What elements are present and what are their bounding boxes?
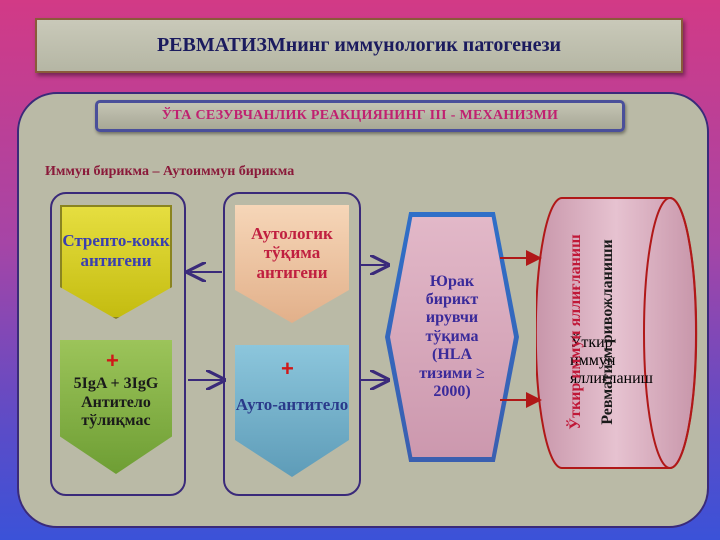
page-title: РЕВМАТИЗМнинг иммунологик патогенези — [35, 18, 683, 73]
left-group-bracket — [50, 192, 186, 496]
middle-group-bracket — [223, 192, 361, 496]
mechanism-subtitle: ЎТА СЕЗУВЧАНЛИК РЕАКЦИЯНИНГ III - МЕХАНИ… — [95, 100, 625, 132]
streptococcal-antigen-label: Стрепто-кокк антигени — [62, 231, 170, 270]
heart-connective-tissue-label: Юрак бирикт ирувчи тўқима (HLA тизими ≥ … — [419, 272, 485, 400]
immune-complex-caption: Иммун бирикма – Аутоиммун бирикма — [45, 164, 295, 179]
antibody-label: 5IgA + 3IgG Антитело тўлиқмас — [73, 375, 159, 430]
plus-sign-left: + — [106, 348, 119, 373]
heart-connective-tissue-inner: Юрак бирикт ирувчи тўқима (HLA тизими ≥ … — [390, 217, 514, 457]
autologous-tissue-antigen-label: Аутологик тўқима антигени — [251, 223, 333, 282]
plus-sign-middle: + — [281, 356, 294, 381]
autoantibody-label: Ауто-антитело — [235, 395, 349, 415]
